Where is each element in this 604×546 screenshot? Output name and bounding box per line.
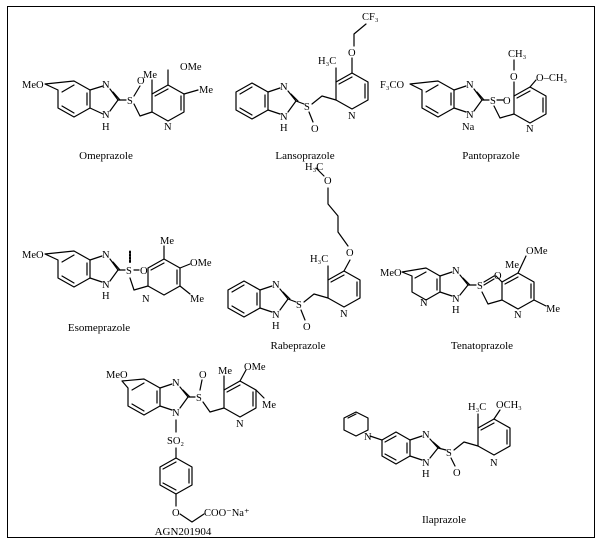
atom-label: S [296, 300, 302, 311]
atom-label: N [340, 309, 348, 320]
atom-label: O [140, 266, 148, 277]
atom-label: N [348, 111, 356, 122]
atom-label: N [466, 110, 474, 121]
structure-lansoprazole: N N H S O H₃C O CF₃ N Lansoprazole [235, 12, 379, 162]
atom-label: N [490, 458, 498, 469]
atom-label: S [477, 281, 483, 292]
atom-label: OMe [190, 258, 212, 269]
atom-label: H₃C [318, 56, 336, 67]
atom-label: SO₂ [167, 436, 184, 447]
caption-rabeprazole: Rabeprazole [271, 340, 326, 352]
atom-label: N [102, 250, 110, 261]
atom-label: N [102, 80, 110, 91]
atom-label: OMe [526, 246, 548, 257]
atom-label: N [466, 80, 474, 91]
atom-label: MeO [380, 268, 402, 279]
atom-label: OCH₃ [496, 400, 522, 411]
atom-label: N [280, 112, 288, 123]
atom-label: N [422, 458, 430, 469]
atom-label: S [126, 266, 132, 277]
atom-label: OMe [180, 62, 202, 73]
structure-pantoprazole: F₃CO N N Na S O O CH₃ O–CH₃ N Pantoprazo… [380, 49, 567, 162]
atom-label: CH₃ [508, 49, 527, 60]
atom-label: Me [160, 236, 174, 247]
atom-label: H [102, 122, 110, 133]
atom-label: H [422, 469, 430, 480]
atom-label: Me [190, 294, 204, 305]
atom-label: S [196, 393, 202, 404]
atom-label: O [453, 468, 461, 479]
atom-label: O [503, 96, 511, 107]
atom-label: N [172, 378, 180, 389]
caption-lansoprazole: Lansoprazole [275, 150, 334, 162]
atom-label: N [272, 280, 280, 291]
atom-label: S [127, 96, 133, 107]
atom-label: S [304, 102, 310, 113]
atom-label: N [364, 432, 372, 443]
atom-label: N [452, 266, 460, 277]
atom-label: O [510, 72, 518, 83]
atom-label: O [311, 124, 319, 135]
structure-omeprazole: MeO N N H S O Me OMe Me N Omeprazole [22, 62, 213, 162]
caption-tenatoprazole: Tenatoprazole [451, 340, 513, 352]
atom-label: Na [462, 122, 475, 133]
atom-label: N [422, 430, 430, 441]
atom-label: N [102, 110, 110, 121]
atom-label: N [272, 310, 280, 321]
atom-label: Me [505, 260, 519, 271]
atom-label: Me [143, 70, 157, 81]
atom-label: H₃C [310, 254, 328, 265]
caption-agn201904: AGN201904 [155, 526, 212, 538]
atom-label: H₃C [305, 162, 323, 173]
caption-ilaprazole: Ilaprazole [422, 514, 466, 526]
atom-label: N [420, 298, 428, 309]
atom-label: N [142, 294, 150, 305]
atom-label: O [172, 508, 180, 519]
structure-agn201904: MeO N N S O Me OMe Me N SO₂ O COO⁻Na⁺ AG… [106, 362, 276, 538]
atom-label: Me [218, 366, 232, 377]
atom-label: N [236, 419, 244, 430]
structure-ilaprazole: N N N H S O H₃C OCH₃ N Ilaprazole [343, 400, 522, 526]
atom-label: N [102, 280, 110, 291]
atom-label: O [199, 370, 207, 381]
atom-label: O [137, 76, 145, 87]
atom-label: N [172, 408, 180, 419]
atom-label: S [446, 448, 452, 459]
atom-label: N [514, 310, 522, 321]
atom-label: O–CH₃ [536, 73, 567, 84]
atom-label: H [280, 123, 288, 134]
atom-label: F₃CO [380, 80, 405, 91]
atom-label: MeO [22, 250, 44, 261]
atom-label: O [346, 248, 354, 259]
caption-esomeprazole: Esomeprazole [68, 322, 130, 334]
atom-label: N [164, 122, 172, 133]
figure-frame [7, 6, 595, 538]
atom-label: O [324, 176, 332, 187]
atom-label: Me [262, 400, 276, 411]
atom-label: MeO [22, 80, 44, 91]
atom-label: H [102, 291, 110, 302]
atom-label: S [490, 96, 496, 107]
atom-label: N [526, 124, 534, 135]
caption-pantoprazole: Pantoprazole [462, 150, 520, 162]
structure-esomeprazole: MeO N N H S O Me OMe Me N Esomeprazole [22, 236, 212, 334]
atom-label: O [348, 48, 356, 59]
structure-rabeprazole: N N H S O H₃C O O H₃C N Rabeprazole [227, 162, 361, 352]
atom-label: Me [199, 85, 213, 96]
atom-label: O [494, 271, 502, 282]
atom-label: MeO [106, 370, 128, 381]
atom-label: N [452, 294, 460, 305]
atom-label: N [280, 82, 288, 93]
atom-label: Me [546, 304, 560, 315]
caption-omeprazole: Omeprazole [79, 150, 133, 162]
atom-label: O [303, 322, 311, 333]
atom-label: OMe [244, 362, 266, 373]
atom-label: H [452, 305, 460, 316]
atom-label: CF₃ [362, 12, 379, 23]
atom-label: H [272, 321, 280, 332]
structure-tenatoprazole: MeO N N N H S O Me OMe Me N Tenatoprazol… [380, 246, 560, 352]
atom-label: COO⁻Na⁺ [204, 508, 250, 519]
atom-label: H₃C [468, 402, 486, 413]
